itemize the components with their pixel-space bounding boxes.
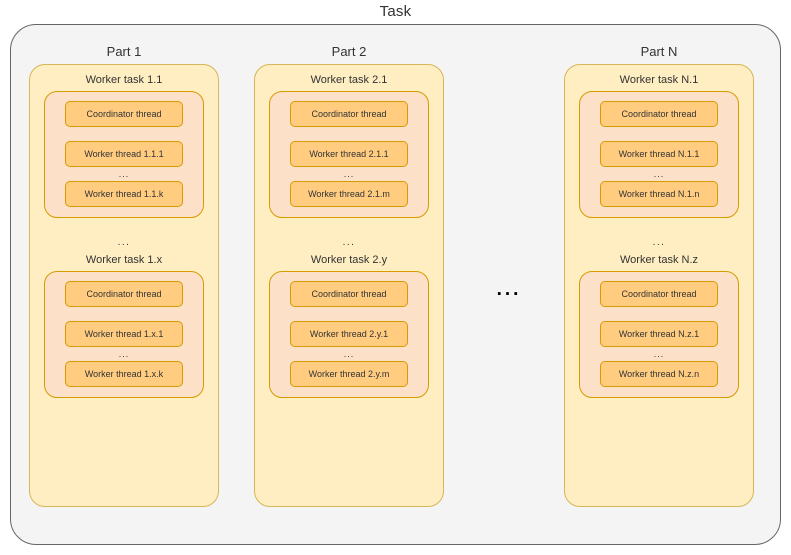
worker-task-label: Worker task 2.1	[310, 74, 388, 86]
thread-gap	[580, 307, 738, 321]
coordinator-thread-box: Coordinator thread	[600, 101, 718, 127]
part-label: Part 1	[106, 44, 142, 59]
coordinator-thread-box: Coordinator thread	[290, 101, 408, 127]
thread-separator-ellipsis: ...	[118, 169, 130, 179]
thread-gap	[270, 127, 428, 141]
worker-task-separator-ellipsis: ...	[342, 237, 356, 248]
worker-task-separator-ellipsis: ...	[652, 237, 666, 248]
worker-task-label: Worker task 1.1	[85, 74, 163, 86]
part-label: Part N	[640, 44, 678, 59]
thread-separator-ellipsis: ...	[653, 349, 665, 359]
thread-gap	[580, 127, 738, 141]
part-label: Part 2	[331, 44, 367, 59]
thread-separator-ellipsis: ...	[118, 349, 130, 359]
coordinator-thread-box: Coordinator thread	[65, 281, 183, 307]
worker-task-label: Worker task 2.y	[310, 254, 388, 266]
worker-thread-box: Worker thread 1.x.k	[65, 361, 183, 387]
thread-separator-ellipsis: ...	[343, 169, 355, 179]
worker-task-label: Worker task N.1	[619, 74, 699, 86]
worker-thread-box: Worker thread 1.1.k	[65, 181, 183, 207]
worker-thread-box: Worker thread 2.y.1	[290, 321, 408, 347]
thread-separator-ellipsis: ...	[653, 169, 665, 179]
coordinator-thread-box: Coordinator thread	[600, 281, 718, 307]
worker-thread-box: Worker thread 1.x.1	[65, 321, 183, 347]
thread-separator-ellipsis: ...	[343, 349, 355, 359]
worker-thread-box: Worker thread 1.1.1	[65, 141, 183, 167]
thread-gap	[45, 307, 203, 321]
coordinator-thread-box: Coordinator thread	[65, 101, 183, 127]
worker-task-label: Worker task 1.x	[85, 254, 163, 266]
worker-thread-box: Worker thread N.z.1	[600, 321, 718, 347]
thread-gap	[45, 127, 203, 141]
worker-thread-box: Worker thread N.1.n	[600, 181, 718, 207]
parts-separator-ellipsis: ...	[496, 279, 522, 300]
worker-thread-box: Worker thread N.z.n	[600, 361, 718, 387]
worker-thread-box: Worker thread 2.1.1	[290, 141, 408, 167]
task-title: Task	[379, 3, 412, 20]
worker-task-separator-ellipsis: ...	[117, 237, 131, 248]
thread-gap	[270, 307, 428, 321]
worker-task-label: Worker task N.z	[619, 254, 699, 266]
coordinator-thread-box: Coordinator thread	[290, 281, 408, 307]
worker-thread-box: Worker thread N.1.1	[600, 141, 718, 167]
worker-thread-box: Worker thread 2.1.m	[290, 181, 408, 207]
worker-thread-box: Worker thread 2.y.m	[290, 361, 408, 387]
